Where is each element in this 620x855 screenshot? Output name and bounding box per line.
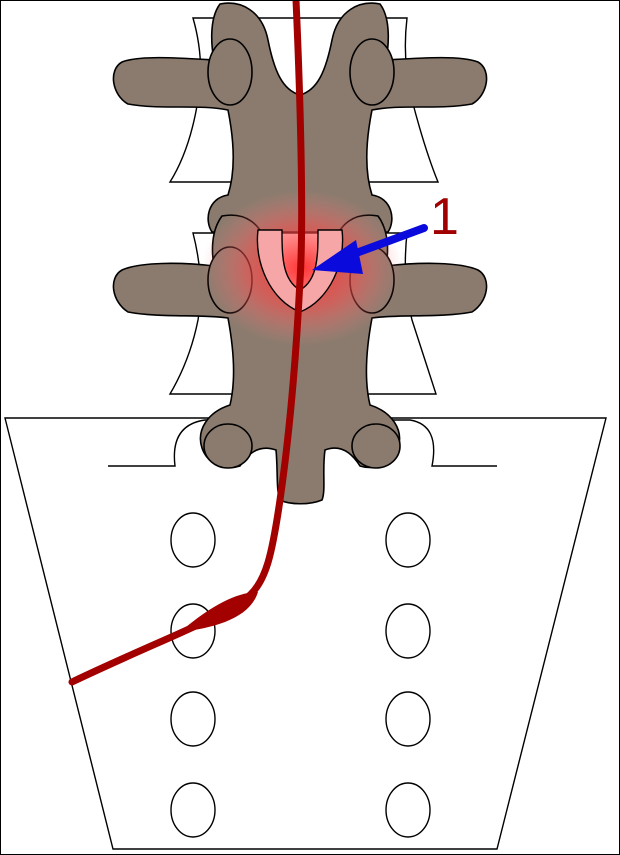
nerve-thickening	[180, 592, 258, 632]
foramen-right-4	[385, 782, 431, 838]
foramen-left-1	[170, 512, 216, 568]
foramen-left-3	[170, 691, 216, 747]
foramen-right-2	[385, 603, 431, 659]
foramen-right-1	[385, 512, 431, 568]
sacral-foramina	[170, 512, 431, 838]
annotation-label: 1	[430, 188, 459, 246]
lesion-shape	[256, 229, 344, 313]
foramen-right-3	[385, 691, 431, 747]
sacrum	[4, 417, 607, 850]
facet-sacral-right	[351, 423, 401, 469]
foramen-left-4	[170, 782, 216, 838]
facet-upper-right	[349, 38, 395, 106]
pointer-arrow-icon	[312, 224, 428, 274]
facet-upper-left	[207, 38, 253, 106]
facet-sacral-left	[203, 423, 253, 469]
